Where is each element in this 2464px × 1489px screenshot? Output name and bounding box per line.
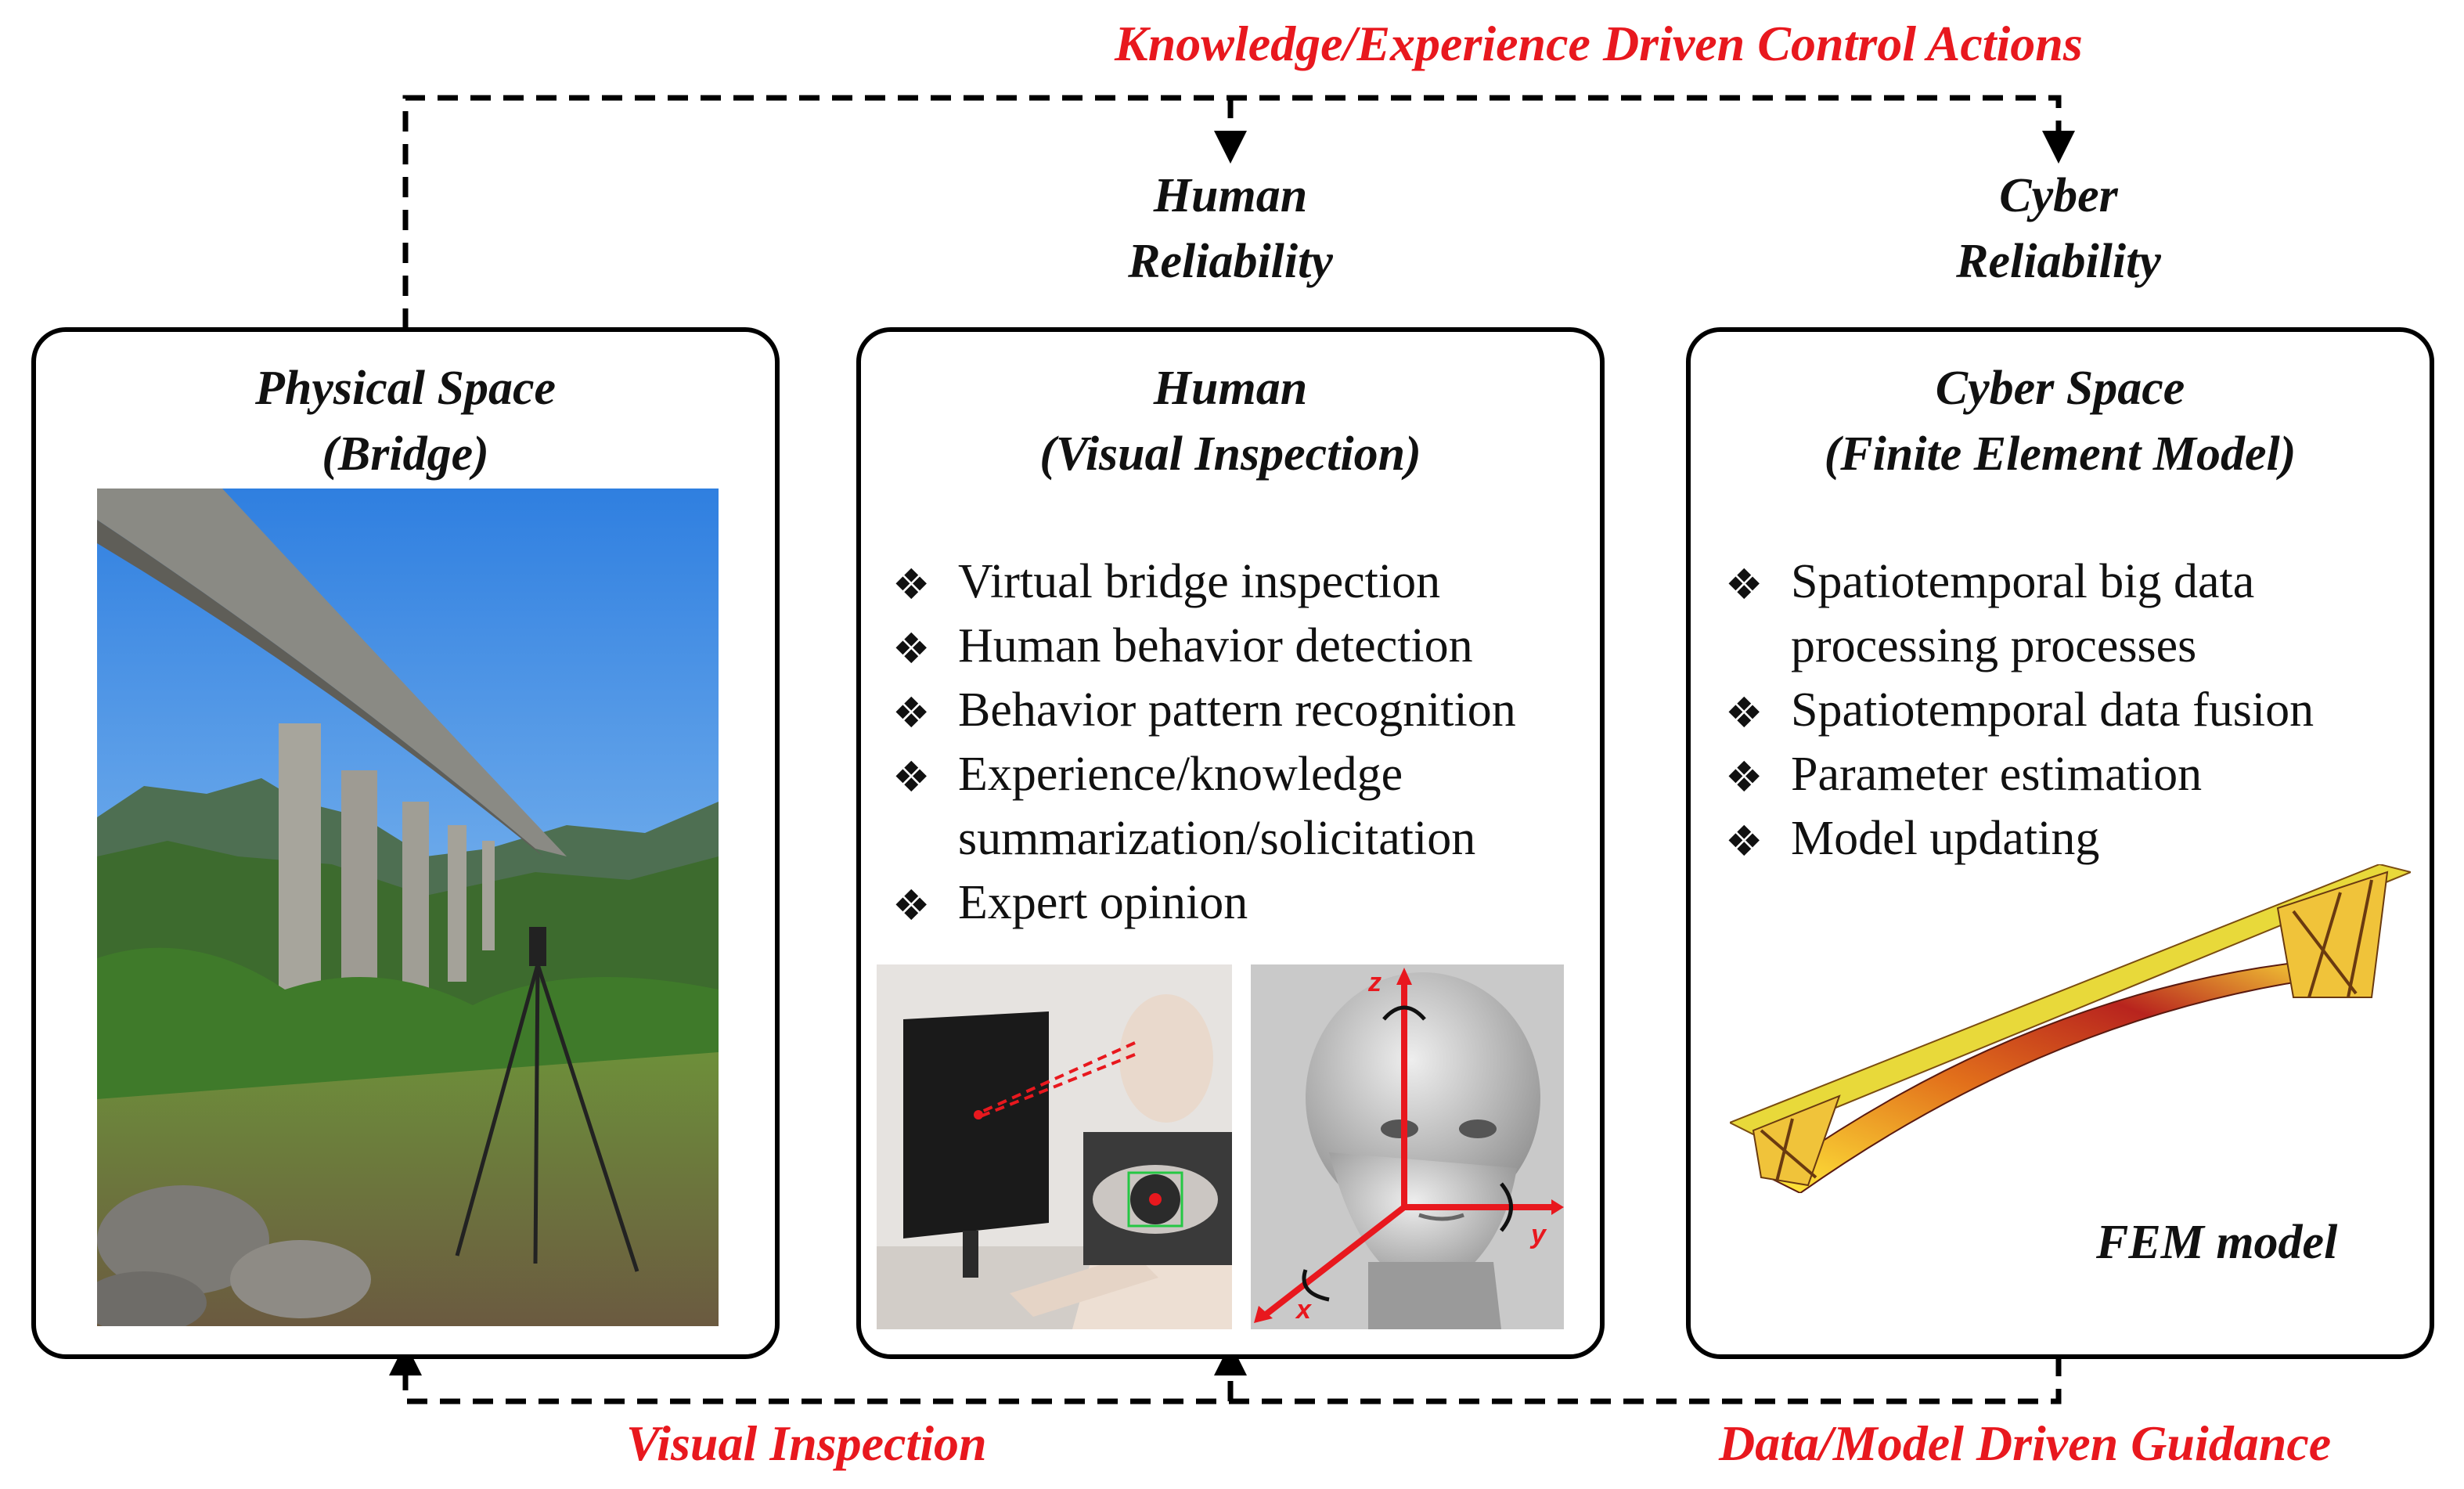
data-model-guidance-label: Data/Model Driven Guidance	[1719, 1415, 2332, 1471]
bullet-text: Parameter estimation	[1791, 748, 2203, 801]
cyber-title-line2: (Finite Element Model)	[1824, 427, 2296, 481]
human-reliability-line2: Reliability	[1128, 235, 1333, 288]
human-title-line1: Human	[1153, 362, 1308, 415]
diamond-cluster-icon: ❖	[892, 688, 931, 737]
head-pose-photo: z y x	[1251, 964, 1564, 1329]
bullet-text: Human behavior detection	[958, 619, 1473, 672]
cyber-space-panel: Cyber Space (Finite Element Model) ❖ Spat…	[1686, 327, 2434, 1359]
diamond-cluster-icon: ❖	[1725, 688, 1763, 737]
eye-tracking-photo	[877, 964, 1232, 1329]
diamond-cluster-icon: ❖	[1725, 817, 1763, 866]
list-item-continuation: summarization/solicitation	[892, 806, 1516, 871]
list-item: ❖ Parameter estimation	[1725, 742, 2314, 806]
diamond-cluster-icon: ❖	[892, 881, 931, 930]
human-reliability-label: Human Reliability	[956, 163, 1504, 294]
human-panel: Human (Visual Inspection) ❖ Virtual bridg…	[856, 327, 1605, 1359]
physical-space-panel: Physical Space (Bridge)	[31, 327, 780, 1359]
diamond-cluster-icon: ❖	[892, 560, 931, 609]
bullet-text: Expert opinion	[958, 876, 1248, 929]
axis-z-label: z	[1367, 968, 1381, 997]
cyber-reliability-line1: Cyber	[1999, 169, 2118, 222]
diamond-cluster-icon: ❖	[892, 752, 931, 802]
physical-title-line2: (Bridge)	[322, 427, 489, 481]
list-item-continuation: processing processes	[1725, 614, 2314, 678]
diamond-cluster-icon: ❖	[1725, 752, 1763, 802]
fem-bridge-model	[1730, 864, 2411, 1193]
bullet-text: processing processes	[1791, 619, 2197, 672]
list-item: ❖ Human behavior detection	[892, 614, 1516, 678]
control-actions-label: Knowledge/Experience Driven Control Acti…	[1115, 16, 2083, 71]
list-item: ❖ Spatiotemporal data fusion	[1725, 678, 2314, 742]
bullet-text: summarization/solicitation	[958, 812, 1476, 865]
bullet-text: Experience/knowledge	[958, 748, 1403, 801]
axis-y-label: y	[1529, 1220, 1547, 1249]
human-panel-title: Human (Visual Inspection)	[861, 355, 1600, 487]
list-item: ❖ Model updating	[1725, 806, 2314, 871]
cyber-reliability-label: Cyber Reliability	[1785, 163, 2333, 294]
diamond-cluster-icon: ❖	[892, 624, 931, 673]
list-item: ❖ Expert opinion	[892, 871, 1516, 935]
bullet-text: Behavior pattern recognition	[958, 683, 1516, 737]
list-item: ❖ Virtual bridge inspection	[892, 550, 1516, 614]
list-item: ❖ Experience/knowledge	[892, 742, 1516, 806]
bullet-text: Spatiotemporal big data	[1791, 555, 2255, 608]
list-item: ❖ Behavior pattern recognition	[892, 678, 1516, 742]
cyber-bullet-list: ❖ Spatiotemporal big data processing proc…	[1725, 550, 2314, 871]
cyber-space-title: Cyber Space (Finite Element Model)	[1691, 355, 2430, 487]
bullet-text: Virtual bridge inspection	[958, 555, 1441, 608]
human-title-line2: (Visual Inspection)	[1039, 427, 1421, 481]
physical-space-title: Physical Space (Bridge)	[36, 355, 775, 487]
list-item: ❖ Spatiotemporal big data	[1725, 550, 2314, 614]
physical-title-line1: Physical Space	[255, 362, 556, 415]
bullet-text: Spatiotemporal data fusion	[1791, 683, 2315, 737]
diamond-cluster-icon: ❖	[1725, 560, 1763, 609]
fem-model-label: FEM model	[2096, 1216, 2338, 1269]
axis-x-label: x	[1295, 1295, 1313, 1325]
visual-inspection-label: Visual Inspection	[626, 1415, 987, 1471]
bullet-text: Model updating	[1791, 812, 2100, 865]
bridge-photo	[97, 489, 719, 1326]
human-bullet-list: ❖ Virtual bridge inspection ❖ Human behavi…	[892, 550, 1516, 935]
cyber-title-line1: Cyber Space	[1935, 362, 2185, 415]
human-reliability-line1: Human	[1153, 169, 1308, 222]
cyber-reliability-line2: Reliability	[1956, 235, 2161, 288]
